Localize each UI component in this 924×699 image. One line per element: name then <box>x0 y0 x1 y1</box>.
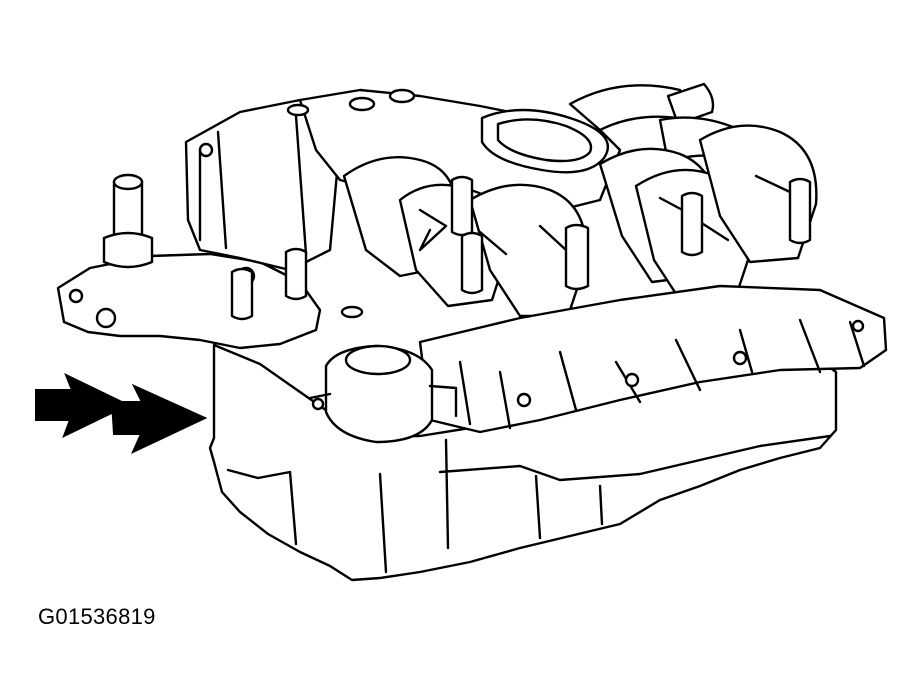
rail-bolt-hole <box>851 319 865 333</box>
runner-stud <box>460 231 484 295</box>
center-stud-top <box>286 103 310 117</box>
runner-detail <box>418 174 792 256</box>
arrow-right-icon <box>110 383 208 455</box>
rail-bolt-hole <box>624 372 640 388</box>
runner-stud <box>230 267 254 321</box>
rail-bolt-hole <box>516 392 532 408</box>
front-stud-top <box>340 305 364 319</box>
plenum-ridge <box>226 468 298 546</box>
plenum-lower-ledge <box>438 434 832 482</box>
rail-bolt-hole <box>732 350 748 366</box>
runner-stud <box>284 247 308 301</box>
center-stud-top <box>348 96 376 112</box>
runner-6 <box>698 124 818 264</box>
runner-stud <box>450 175 474 237</box>
throttle-bore-inner <box>496 118 593 163</box>
runner-stud <box>680 191 704 257</box>
figure-id-label: G01536819 <box>38 604 156 629</box>
arrow-left-icon <box>35 372 131 438</box>
rear-pipe-end <box>666 82 715 126</box>
throttle-bore <box>480 108 610 174</box>
left-stud-top <box>112 173 144 191</box>
coolant-outlet-bore <box>344 344 412 376</box>
plenum-ridge <box>378 472 388 574</box>
runner-stud <box>564 223 590 291</box>
outlet-bolt-hole <box>311 397 325 411</box>
intake-manifold-drawing <box>56 82 888 582</box>
plenum-ridge <box>444 438 604 550</box>
runner-stud <box>788 177 812 245</box>
center-stud-top <box>388 88 416 104</box>
front-rail <box>418 284 888 434</box>
tower-hole <box>198 142 214 158</box>
direction-arrows-icon <box>35 372 208 455</box>
rear-left-tower-detail <box>198 114 308 256</box>
coolant-outlet-flange <box>308 384 458 418</box>
flange-bolt-hole <box>95 307 117 329</box>
flange-bolt-hole <box>68 288 84 304</box>
left-stud-collar <box>102 231 154 269</box>
